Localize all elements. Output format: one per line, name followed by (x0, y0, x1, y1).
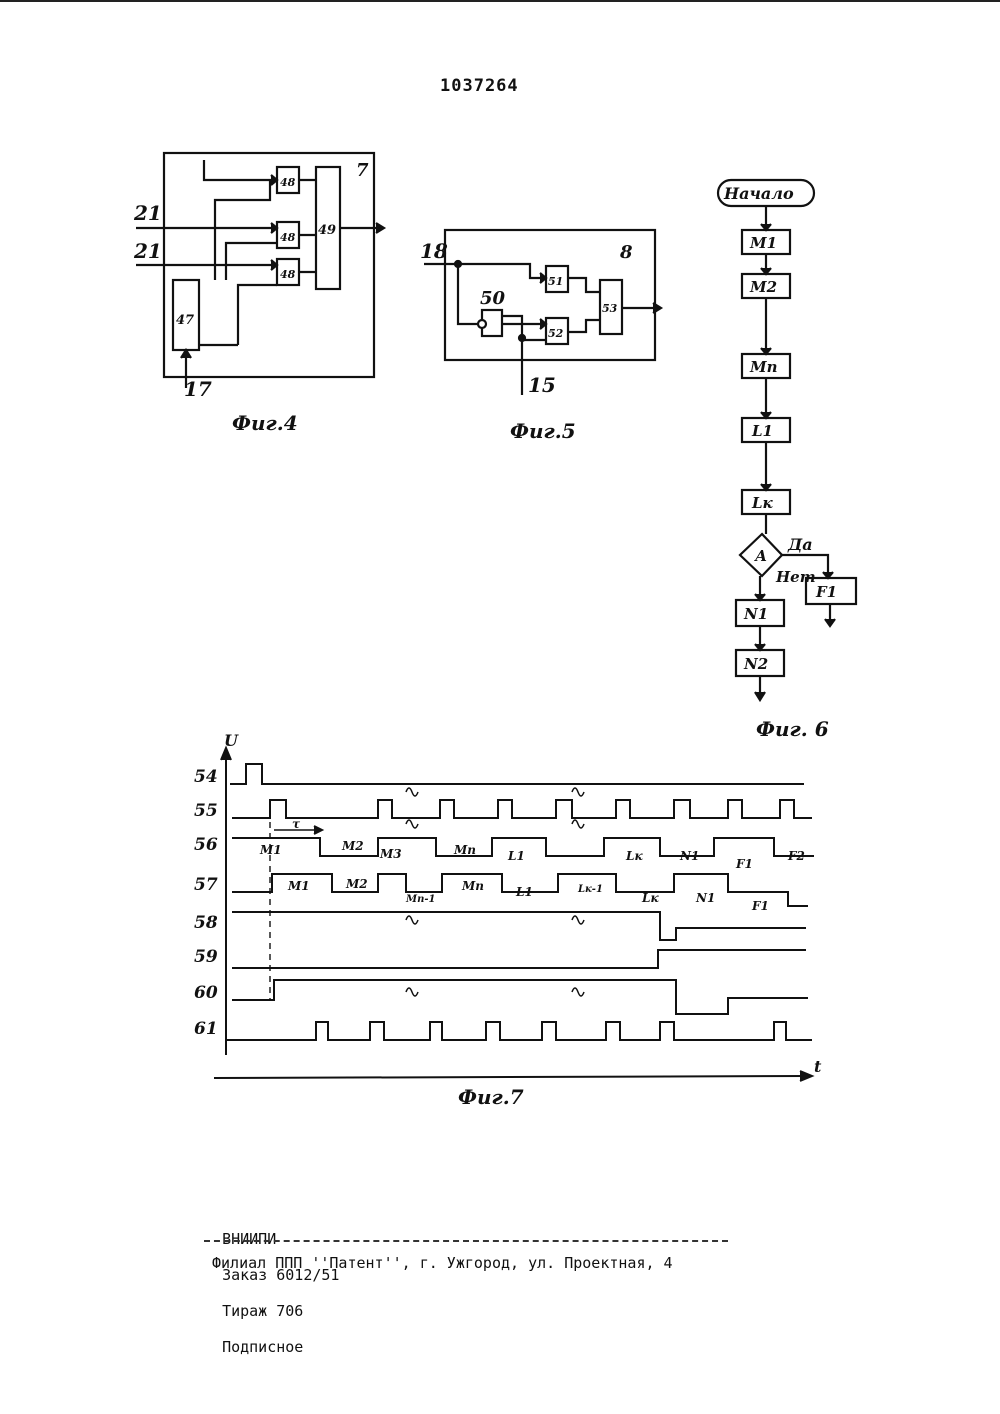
flow-F1-label: F1 (815, 583, 837, 601)
sig-label-59: 59 (194, 947, 218, 967)
fig5-label-15: 15 (528, 373, 556, 397)
fig7-t-label: t (814, 1057, 822, 1076)
s56-label-3: Mn (453, 843, 476, 857)
fig7-caption: Фиг.7 (458, 1085, 524, 1109)
fig4-label-47: 47 (176, 313, 194, 328)
s57-label-3: Mn (461, 879, 484, 893)
fig5-caption: Фиг.5 (510, 419, 576, 443)
fig4-label-17: 17 (184, 377, 212, 401)
s57-label-0: M1 (287, 879, 310, 893)
s57-label-7: N1 (695, 891, 715, 905)
fig5-label-18: 18 (420, 239, 448, 263)
fig5-label-52: 52 (548, 327, 564, 340)
s57-label-8: F1 (751, 899, 769, 913)
figure-5-diagram: 8 50 51 52 53 18 15 Фиг.5 (410, 220, 670, 450)
fig5-label-51: 51 (548, 275, 563, 288)
figure-4-diagram: 7 47 48 48 48 49 21 21 17 Фиг.4 (120, 140, 420, 450)
s56-label-4: L1 (507, 849, 525, 863)
s57-label-6: Lк (641, 891, 659, 905)
sig-label-56: 56 (194, 835, 218, 855)
s57-label-2: Mn-1 (405, 894, 435, 905)
s56-label-2: M3 (379, 847, 402, 861)
fig4-label-48c: 48 (280, 268, 296, 281)
sig-label-61: 61 (194, 1019, 218, 1039)
s57-label-4: L1 (515, 885, 533, 899)
footer-print-run: Тираж 706 (222, 1302, 303, 1320)
flow-Mn-label: Мп (749, 358, 778, 376)
fig4-label-21b: 21 (133, 239, 162, 263)
flow-L1-label: L1 (751, 422, 773, 440)
flow-M1-label: М1 (749, 234, 777, 252)
fig4-label-7: 7 (356, 160, 369, 181)
patent-number: 1037264 (440, 76, 519, 96)
fig7-t-axis (214, 1076, 810, 1078)
footer-branch: Филиал ППП ''Патент'', г. Ужгород, ул. П… (212, 1254, 673, 1272)
s56-label-5: Lк (625, 849, 643, 863)
fig4-label-48a: 48 (280, 176, 296, 189)
fig5-label-50: 50 (480, 288, 506, 309)
s56-label-6: N1 (679, 849, 699, 863)
page-border-top (0, 0, 1000, 6)
fig4-caption: Фиг.4 (232, 411, 298, 435)
flow-N1-label: N1 (743, 605, 768, 623)
footer-org: ВНИИПИ (222, 1230, 276, 1248)
flow-A-label: А (754, 547, 767, 565)
fig5-label-8: 8 (619, 242, 633, 263)
footer-divider (204, 1240, 728, 1242)
fig5-label-53: 53 (602, 302, 618, 315)
sig-label-54: 54 (194, 767, 218, 787)
fig4-label-21a: 21 (133, 201, 162, 225)
fig4-label-49: 49 (318, 223, 336, 238)
s56-label-0: M1 (259, 843, 282, 857)
flow-yes-label: Да (787, 535, 813, 554)
s56-label-1: M2 (341, 839, 364, 853)
footer-subscription: Подписное (222, 1338, 303, 1356)
flow-start-label: Начало (723, 184, 794, 203)
sig-label-58: 58 (194, 913, 218, 933)
s56-label-7: F1 (735, 857, 753, 871)
figure-6-flowchart: Начало М1 М2 Мп L1 Lк А Да Нет F1 N1 N2 … (700, 170, 880, 750)
sig-label-55: 55 (194, 801, 218, 821)
flow-no-label: Нет (775, 568, 816, 586)
footer-imprint: ВНИИПИ Заказ 6012/51 Тираж 706 Подписное (204, 1212, 339, 1356)
flow-M2-label: М2 (749, 278, 777, 296)
sig-label-57: 57 (194, 875, 218, 895)
sig-label-60: 60 (194, 983, 218, 1003)
s57-label-5: Lк-1 (577, 884, 603, 895)
figure-7-timing: U t 54 55 56 57 58 59 60 61 τ M1 M2 M3 (180, 730, 840, 1120)
flow-Lk-label: Lк (751, 494, 774, 512)
tau-label: τ (292, 817, 301, 831)
fig4-label-48b: 48 (280, 231, 296, 244)
flow-N2-label: N2 (743, 655, 768, 673)
fig7-u-label: U (224, 731, 239, 750)
s56-label-8: F2 (787, 849, 805, 863)
s57-label-1: M2 (345, 877, 368, 891)
